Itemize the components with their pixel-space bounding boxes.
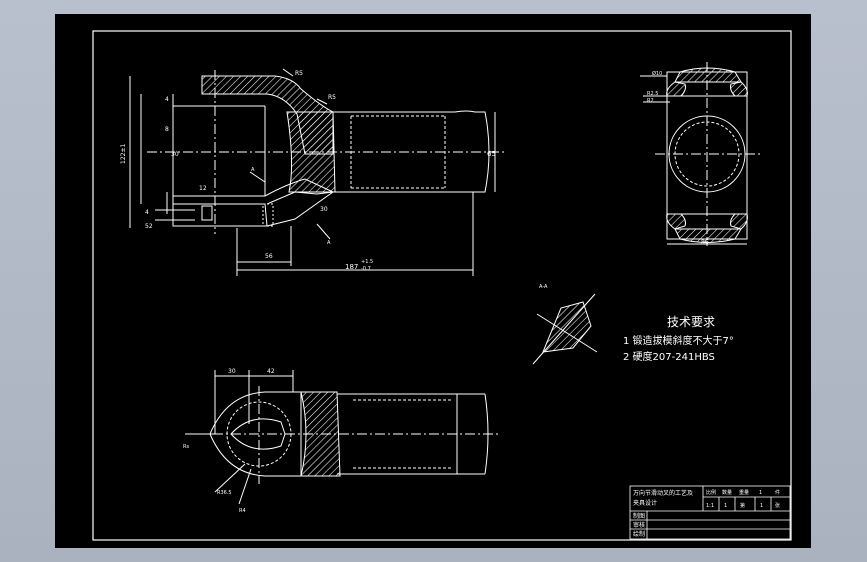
dim-r5-mid: R5 bbox=[328, 94, 336, 101]
tb-cell-1: 数量 bbox=[722, 489, 732, 496]
tb-ratio-3: 1 bbox=[760, 503, 763, 509]
plan-dim-42: 42 bbox=[267, 368, 275, 375]
section-aa-label: A-A bbox=[539, 284, 548, 290]
tb-ratio-4: 张 bbox=[775, 502, 780, 509]
tb-ratio-2: 第 bbox=[740, 502, 745, 509]
tb-role-2: 绘制 bbox=[633, 530, 645, 538]
section-aa bbox=[532, 293, 598, 365]
dim-187-tol-up: +1.5 bbox=[361, 259, 373, 265]
side-dim-top: Ø10 bbox=[652, 70, 662, 77]
section-mark-a2: A bbox=[327, 240, 331, 246]
dim-8: 8 bbox=[165, 126, 169, 133]
front-view bbox=[129, 68, 505, 276]
dim-4s: 4 bbox=[145, 209, 149, 216]
tb-cell-0: 比例 bbox=[706, 489, 716, 496]
plan-dim-bottom: R4 bbox=[239, 508, 246, 514]
dim-65: 65 bbox=[487, 150, 496, 158]
side-view bbox=[640, 62, 760, 246]
inner-frame bbox=[92, 30, 792, 541]
tb-cell-4: 件 bbox=[775, 489, 780, 496]
notes-title: 技术要求 bbox=[667, 315, 715, 329]
dim-12: 12 bbox=[199, 185, 207, 192]
plan-dim-30: 30 bbox=[228, 368, 236, 375]
dim-187-tol-dn: -0.7 bbox=[361, 266, 371, 272]
dim-r5-top: R5 bbox=[295, 70, 303, 77]
title-block-text: 万向节滑动叉的工艺及 夹具设计 比例 数量 重量 1 件 1:1 1 第 1 张… bbox=[633, 489, 780, 538]
side-dim-r12: R2 bbox=[647, 98, 654, 104]
plan-view bbox=[185, 370, 500, 505]
side-dim-width: 86 bbox=[701, 239, 709, 246]
plan-dim-left: Rs bbox=[183, 444, 189, 450]
drawing-sheet: R5 R5 4 8 12 122±1 30 4 52 56 65 30 187 … bbox=[55, 14, 811, 548]
tb-ratio-0: 1:1 bbox=[706, 503, 714, 509]
title-block-name-2: 夹具设计 bbox=[633, 499, 657, 507]
title-block bbox=[629, 485, 791, 540]
notes-item-1: 1 锻造拔模斜度不大于7° bbox=[623, 334, 734, 347]
front-view-dims: R5 R5 4 8 12 122±1 30 4 52 56 65 30 187 … bbox=[120, 70, 496, 272]
dim-122: 122±1 bbox=[120, 144, 127, 164]
dim-30: 30 bbox=[171, 151, 179, 158]
dim-4: 4 bbox=[165, 96, 169, 103]
drawing-canvas: R5 R5 4 8 12 122±1 30 4 52 56 65 30 187 … bbox=[92, 30, 792, 541]
side-dim-r2: R2.5 bbox=[647, 91, 658, 97]
section-mark-a1: A bbox=[251, 167, 255, 173]
notes-item-2: 2 硬度207-241HBS bbox=[623, 350, 715, 363]
technical-notes: 技术要求 1 锻造拔模斜度不大于7° 2 硬度207-241HBS bbox=[623, 315, 734, 363]
tb-cell-3: 1 bbox=[759, 490, 762, 496]
tb-role-0: 制图 bbox=[633, 512, 645, 520]
dim-52: 52 bbox=[145, 223, 153, 230]
tb-cell-2: 重量 bbox=[739, 489, 749, 496]
title-block-name-1: 万向节滑动叉的工艺及 bbox=[633, 489, 693, 497]
plan-view-dims: 30 42 Rs R36.5 R4 bbox=[183, 368, 275, 514]
dim-30r: 30 bbox=[320, 206, 328, 213]
dim-187: 187 bbox=[345, 263, 358, 271]
dim-56: 56 bbox=[265, 253, 273, 260]
tb-role-1: 审核 bbox=[633, 521, 645, 529]
tb-ratio-1: 1 bbox=[724, 503, 727, 509]
side-view-dims: Ø10 R2.5 R2 86 bbox=[647, 70, 709, 246]
plan-dim-r36: R36.5 bbox=[217, 490, 232, 496]
